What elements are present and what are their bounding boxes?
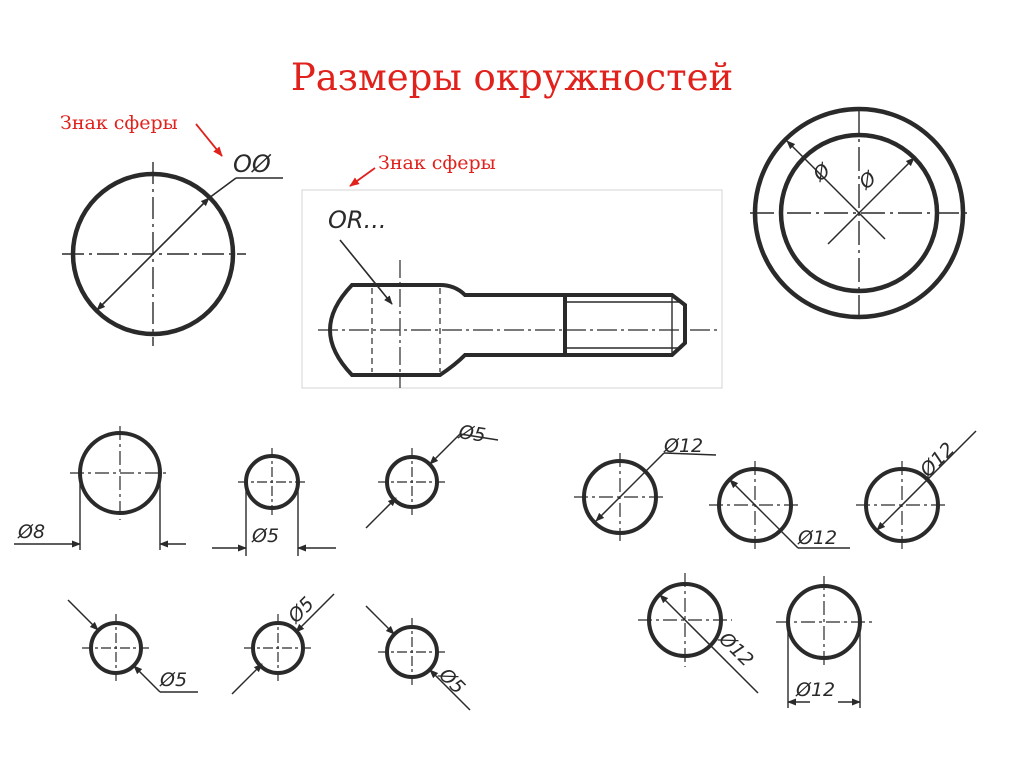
label-d8: Ø8	[17, 521, 45, 543]
circle-d12-b-figure	[709, 461, 850, 549]
diameter-dim-line	[96, 197, 210, 311]
label-d5-e: Ø5	[434, 663, 469, 698]
circle-d12-e-figure	[776, 576, 872, 708]
label-d5-b: Ø5	[456, 421, 487, 447]
circle-d12-a-figure	[574, 452, 717, 541]
bolt-outline	[327, 283, 687, 377]
circle-d12-c-figure	[856, 430, 977, 549]
callout-arrow-bolt	[349, 167, 376, 187]
label-d5-c: Ø5	[159, 669, 187, 691]
circle-d5-a-figure	[212, 448, 336, 556]
circle-d12-d-figure	[638, 573, 759, 694]
ring-inner-dim	[827, 157, 915, 245]
label-d5-d: Ø5	[283, 593, 318, 628]
circle-d5-b-figure	[365, 433, 499, 529]
sphere-circle-figure	[62, 162, 283, 346]
radius-leader	[339, 239, 393, 305]
label-d12-b: Ø12	[797, 527, 837, 549]
callout-sphere-sign-left: Знак сферы	[60, 112, 178, 134]
leader-line	[208, 177, 237, 199]
sphere-radius-symbol: ОR...	[328, 206, 386, 234]
circle-d5-d-figure	[231, 593, 335, 695]
ring-figure	[750, 106, 968, 320]
circle-d5-c-figure	[67, 599, 198, 693]
circle-d8-figure	[14, 426, 186, 550]
sphere-diameter-symbol: ОØ	[233, 150, 272, 178]
ring-outer-label: Ø	[808, 159, 835, 187]
callout-arrow-left	[195, 123, 223, 157]
label-d5-a: Ø5	[251, 525, 279, 547]
bolt-photo-frame	[301, 189, 723, 389]
slide-title: Размеры окружностей	[290, 56, 734, 99]
bolt-figure	[301, 189, 723, 389]
label-d12-a: Ø12	[663, 435, 703, 457]
circle-d5-e-figure	[365, 605, 471, 711]
label-d12-e: Ø12	[795, 679, 835, 701]
ring-outer-dim	[786, 140, 886, 240]
callout-sphere-sign-bolt: Знак сферы	[378, 152, 496, 174]
